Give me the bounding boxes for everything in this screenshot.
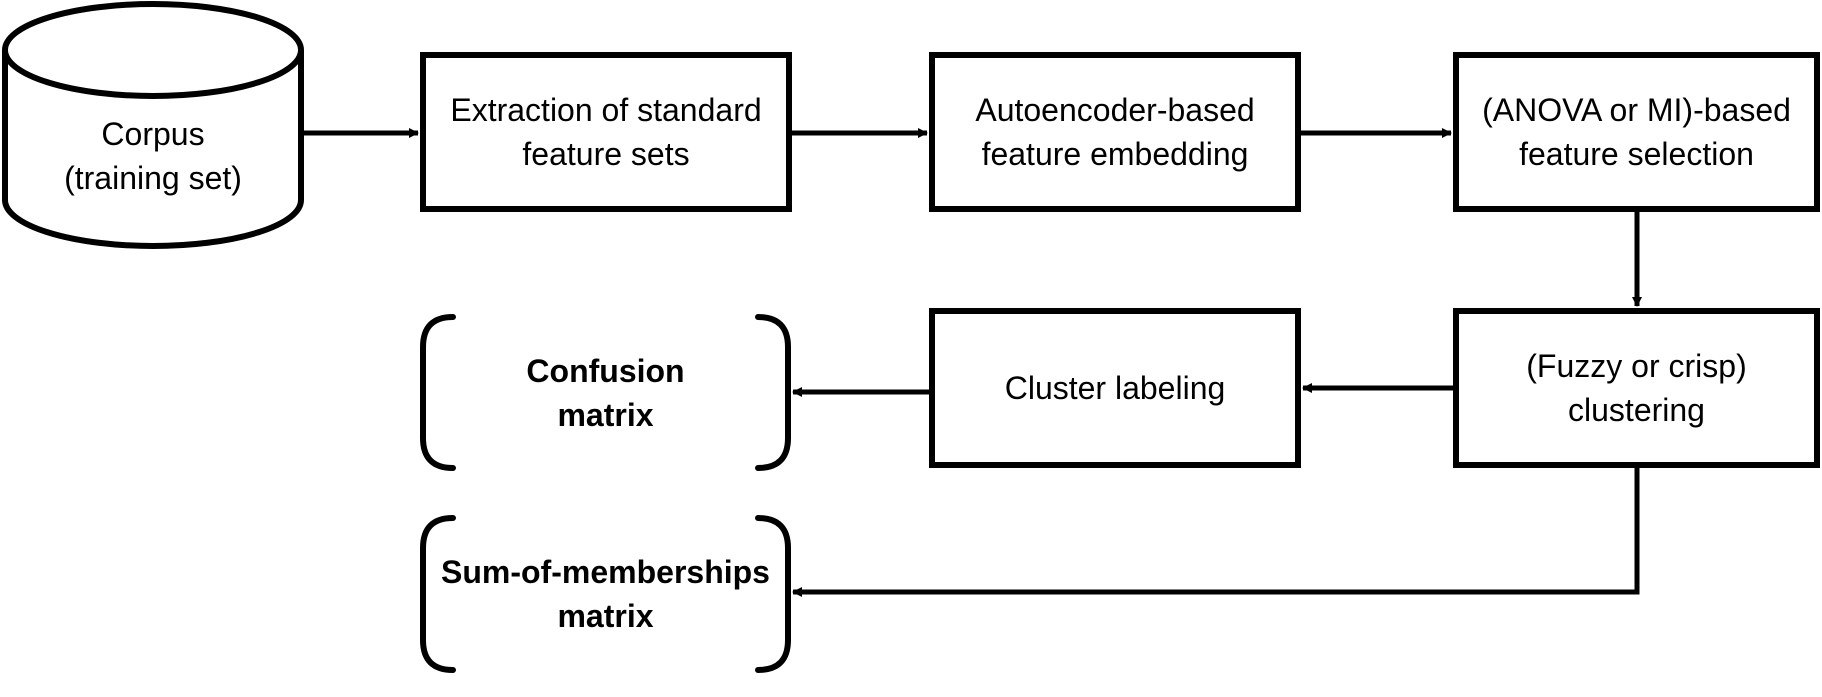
selection-label-line-2: feature selection bbox=[1519, 136, 1754, 172]
labeling-box bbox=[929, 308, 1301, 468]
confusion-label: Confusion matrix bbox=[423, 317, 788, 468]
memberships-brackets bbox=[420, 515, 791, 673]
clustering-label: (Fuzzy or crisp) clustering bbox=[1456, 311, 1817, 465]
selection-label-line-1: (ANOVA or MI)-based bbox=[1482, 92, 1791, 128]
autoencoder-label-line-2: feature embedding bbox=[981, 136, 1249, 172]
autoencoder-label-line-1: Autoencoder-based bbox=[975, 92, 1255, 128]
corpus-cylinder-shape bbox=[2, 1, 304, 249]
extraction-box bbox=[420, 52, 792, 212]
arrow-clustering-to-memberships bbox=[792, 465, 1640, 597]
labeling-label-line-1: Cluster labeling bbox=[1004, 370, 1226, 406]
extraction-label-line-1: Extraction of standard bbox=[450, 92, 762, 128]
autoencoder-label: Autoencoder-based feature embedding bbox=[932, 55, 1298, 209]
selection-label: (ANOVA or MI)-based feature selection bbox=[1456, 55, 1817, 209]
extraction-label: Extraction of standard feature sets bbox=[423, 55, 789, 209]
corpus-label: Corpus (training set) bbox=[5, 96, 301, 216]
clustering-label-line-2: clustering bbox=[1568, 392, 1705, 428]
confusion-label-line-1: Confusion bbox=[526, 352, 685, 389]
confusion-label-line-2: matrix bbox=[557, 396, 654, 433]
selection-box bbox=[1453, 52, 1820, 212]
extraction-label-line-2: feature sets bbox=[522, 136, 690, 172]
corpus-label-line-2: (training set) bbox=[64, 160, 242, 196]
memberships-label: Sum-of-memberships matrix bbox=[423, 518, 788, 670]
confusion-brackets bbox=[420, 314, 791, 471]
labeling-label: Cluster labeling bbox=[932, 311, 1298, 465]
memberships-label-line-2: matrix bbox=[557, 598, 654, 634]
memberships-label-line-1: Sum-of-memberships bbox=[441, 554, 770, 590]
clustering-label-line-1: (Fuzzy or crisp) bbox=[1526, 348, 1747, 384]
corpus-label-line-1: Corpus bbox=[101, 116, 205, 152]
